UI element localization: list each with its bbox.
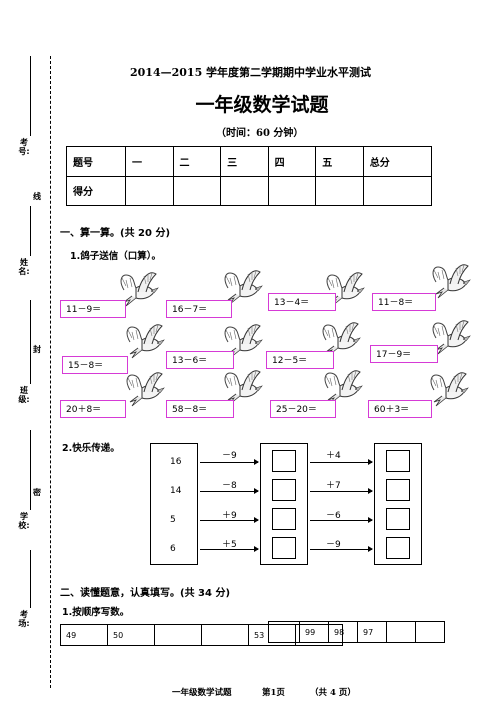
relay-operation: ＋9	[222, 511, 237, 521]
relay-answer-box[interactable]	[272, 537, 296, 559]
exam-number-line	[30, 56, 31, 136]
relay-start-number: 6	[170, 544, 176, 554]
seal-char-line: 线	[33, 192, 41, 201]
dove-icon	[126, 372, 165, 407]
relay-operation: ＋4	[326, 451, 341, 461]
score-cell: 四	[267, 146, 317, 177]
class-label: 班级:	[18, 386, 30, 404]
problem-card[interactable]: 15－8＝	[62, 356, 128, 374]
relay-arrow	[200, 488, 259, 494]
exam-subtitle: 2014—2015 学年度第二学期期中学业水平测试	[130, 66, 372, 79]
score-table-header-row: 题号 一 二 三 四 五 总分	[66, 146, 433, 177]
sequence-cell: 97	[357, 621, 387, 643]
exam-room-label: 考场:	[18, 610, 30, 628]
sequence-cell: 98	[328, 621, 358, 643]
score-input-cell[interactable]	[172, 175, 222, 206]
relay-answer-box[interactable]	[272, 450, 296, 472]
class-line	[30, 300, 31, 384]
score-cell: 五	[315, 146, 364, 177]
sequence-blank-cell[interactable]	[154, 624, 202, 646]
score-table: 题号 一 二 三 四 五 总分 得分	[66, 146, 433, 206]
section-1-title: 一、算一算。(共 20 分)	[60, 228, 171, 239]
relay-middle-box	[260, 443, 308, 565]
relay-answer-box[interactable]	[386, 508, 410, 530]
problem-card[interactable]: 11－8＝	[372, 293, 436, 311]
relay-arrow	[310, 459, 373, 465]
footer-exam-name: 一年级数学试题	[172, 688, 232, 698]
seal-char-secret: 密	[33, 488, 41, 497]
dove-icon	[430, 372, 469, 407]
problem-card[interactable]: 13－4＝	[268, 293, 336, 311]
problem-card[interactable]: 16－7＝	[166, 300, 232, 318]
sequence-table-descending: 99 98 97	[268, 621, 445, 643]
school-label: 学校:	[18, 512, 30, 530]
name-line	[30, 206, 31, 256]
score-cell: 一	[125, 146, 174, 177]
problem-card[interactable]: 12－5＝	[266, 351, 334, 369]
exam-number-label: 考号:	[18, 138, 30, 156]
name-label: 姓名:	[18, 258, 30, 276]
score-cell: 总分	[362, 146, 433, 177]
relay-answer-box[interactable]	[386, 479, 410, 501]
relay-operation: －6	[326, 511, 341, 521]
sequence-cell: 50	[107, 624, 155, 646]
relay-arrow	[310, 517, 373, 523]
problem-card[interactable]: 13－6＝	[166, 351, 234, 369]
school-line	[30, 430, 31, 510]
score-input-cell[interactable]	[315, 175, 364, 206]
score-cell: 得分	[66, 175, 126, 206]
sequence-cell: 49	[60, 624, 108, 646]
relay-answer-box[interactable]	[386, 537, 410, 559]
sequence-blank-cell[interactable]	[386, 621, 416, 643]
score-table-score-row: 得分	[66, 175, 433, 206]
binding-dash-line	[50, 56, 51, 688]
score-input-cell[interactable]	[362, 175, 433, 206]
section-2-title: 二、读懂题意，认真填写。(共 34 分)	[60, 588, 231, 599]
relay-arrow	[200, 459, 259, 465]
problem-card[interactable]: 20＋8＝	[60, 400, 126, 418]
footer-total-pages: （共 4 页）	[310, 688, 356, 698]
problem-card[interactable]: 11－9＝	[60, 300, 126, 318]
exam-title: 一年级数学试题	[195, 94, 329, 116]
problem-card[interactable]: 25－20＝	[270, 400, 336, 418]
problem-card[interactable]: 58－8＝	[166, 400, 234, 418]
relay-operation: －9	[222, 451, 237, 461]
relay-arrow	[310, 488, 373, 494]
score-input-cell[interactable]	[220, 175, 269, 206]
relay-answer-box[interactable]	[272, 479, 296, 501]
dove-icon	[126, 324, 165, 359]
question-2-title: 2.快乐传递。	[62, 443, 120, 454]
seal-char-seal: 封	[33, 345, 41, 354]
exam-room-line	[30, 550, 31, 608]
relay-start-box	[150, 443, 198, 565]
sequence-blank-cell[interactable]	[201, 624, 249, 646]
relay-start-number: 14	[170, 486, 182, 496]
problem-card[interactable]: 60＋3＝	[368, 400, 432, 418]
relay-answer-box[interactable]	[386, 450, 410, 472]
relay-operation: ＋5	[222, 540, 237, 550]
exam-time: （时间：60 分钟）	[216, 128, 304, 139]
score-input-cell[interactable]	[267, 175, 317, 206]
relay-end-box	[374, 443, 422, 565]
relay-operation: ＋7	[326, 481, 341, 491]
relay-start-number: 16	[170, 457, 182, 467]
relay-operation: －8	[222, 481, 237, 491]
score-input-cell[interactable]	[125, 175, 174, 206]
relay-operation: －9	[326, 540, 341, 550]
question-1-title: 1.鸽子送信（口算）。	[70, 251, 161, 262]
sequence-blank-cell[interactable]	[268, 621, 300, 643]
problem-card[interactable]: 17－9＝	[370, 345, 438, 363]
sequence-cell: 99	[299, 621, 329, 643]
score-cell: 题号	[66, 146, 126, 177]
section-2-question-1: 1.按顺序写数。	[62, 607, 130, 618]
relay-arrow	[200, 517, 259, 523]
relay-answer-box[interactable]	[272, 508, 296, 530]
score-cell: 二	[172, 146, 222, 177]
sequence-blank-cell[interactable]	[415, 621, 445, 643]
relay-start-number: 5	[170, 515, 176, 525]
relay-arrow	[310, 546, 373, 552]
footer-page-number: 第1页	[262, 688, 285, 698]
relay-arrow	[200, 546, 259, 552]
score-cell: 三	[220, 146, 269, 177]
